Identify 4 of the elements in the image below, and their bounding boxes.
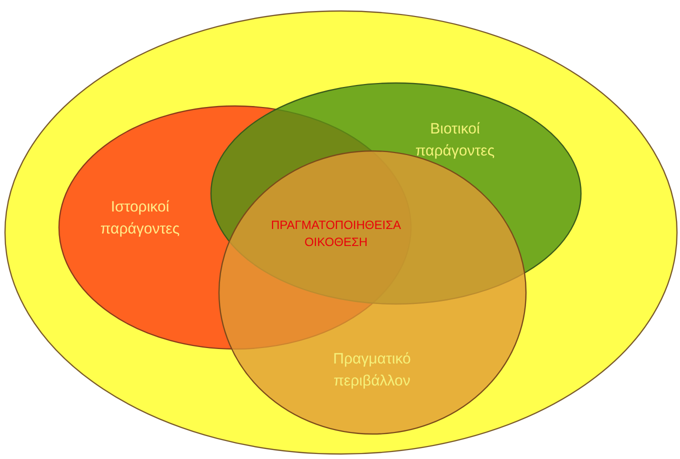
- set-label: Βιοτικοί παράγοντες: [414, 119, 496, 161]
- set-label: Ιστορικοί παράγοντες: [99, 197, 181, 239]
- set-label: Πραγματικό περιβάλλον: [332, 349, 412, 391]
- intersection-label: ΠΡΑΓΜΑΤΟΠΟΙΗΘΕΙΣΑ ΟΙΚΟΘΕΣΗ: [270, 217, 402, 251]
